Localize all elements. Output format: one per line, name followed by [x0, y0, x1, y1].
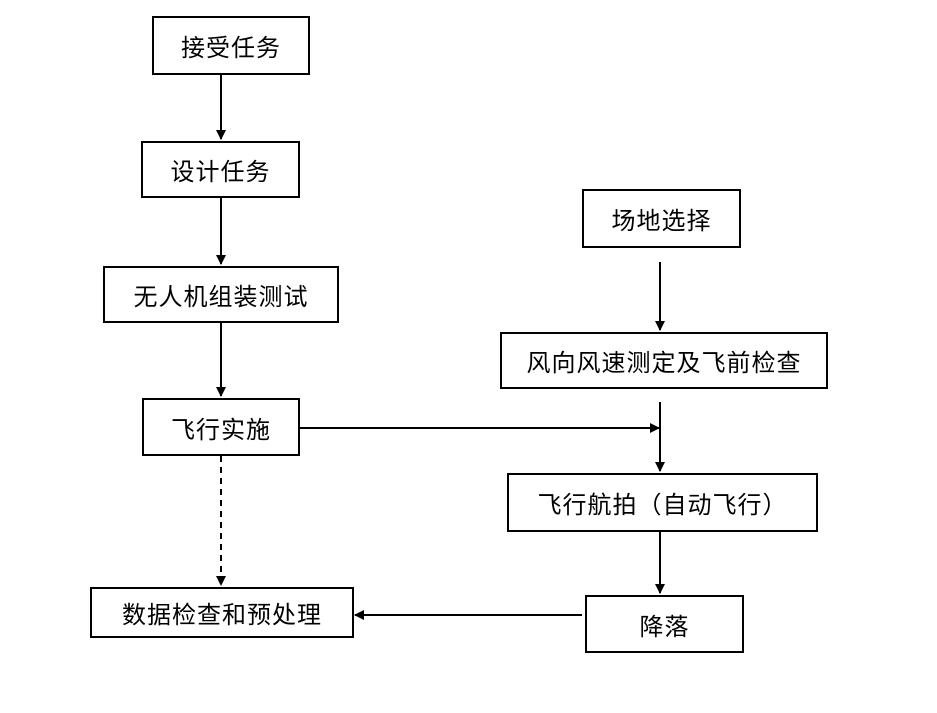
node-accept-task: 接受任务 — [152, 16, 310, 75]
node-label: 设计任务 — [170, 158, 271, 186]
node-data-check-preprocess: 数据检查和预处理 — [90, 587, 354, 638]
node-label: 场地选择 — [611, 207, 712, 235]
node-design-task: 设计任务 — [141, 141, 300, 198]
node-site-selection: 场地选择 — [582, 189, 741, 248]
node-landing: 降落 — [585, 595, 744, 653]
node-label: 接受任务 — [181, 34, 281, 62]
node-uav-assembly-test: 无人机组装测试 — [103, 266, 339, 323]
node-label: 数据检查和预处理 — [122, 601, 322, 629]
node-label: 无人机组装测试 — [133, 283, 309, 311]
node-label: 飞行实施 — [171, 415, 271, 444]
node-label: 飞行航拍（自动飞行） — [537, 491, 788, 519]
node-label: 风向风速测定及飞前检查 — [526, 349, 802, 377]
node-flight-implementation: 飞行实施 — [142, 398, 300, 456]
node-aerial-photography-auto: 飞行航拍（自动飞行） — [507, 473, 818, 532]
node-wind-measure-preflight-check: 风向风速测定及飞前检查 — [500, 332, 828, 389]
node-label: 降落 — [639, 612, 690, 641]
